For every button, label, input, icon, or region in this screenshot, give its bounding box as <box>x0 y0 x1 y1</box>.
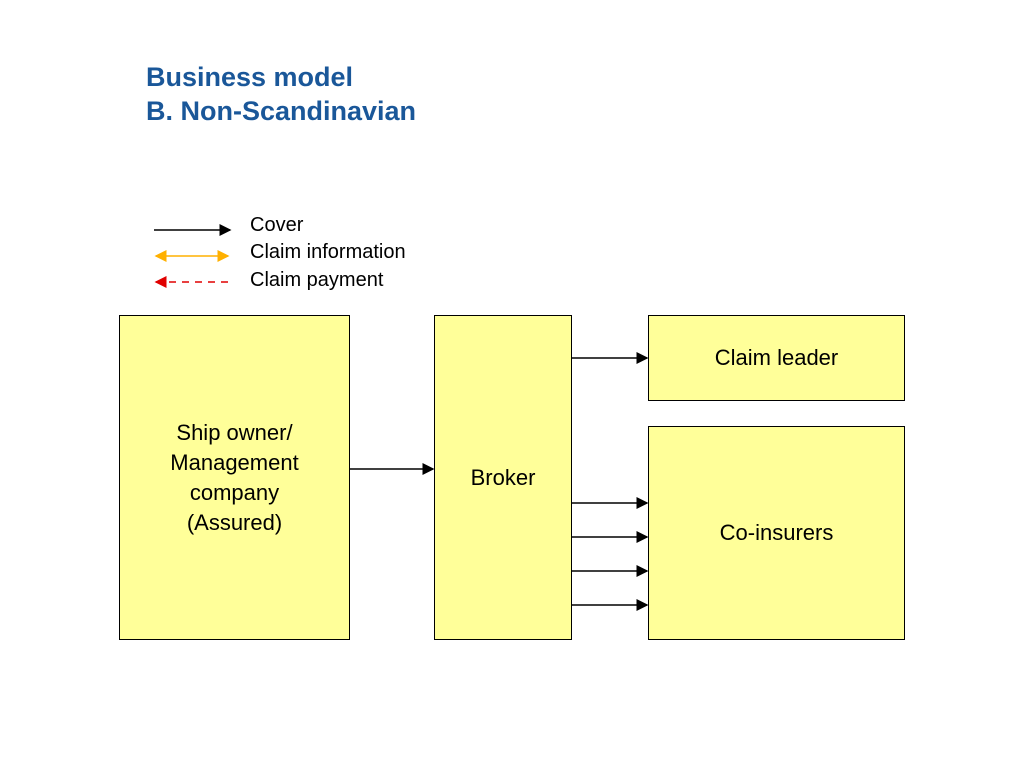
legend-cover-label: Cover <box>250 214 304 236</box>
legend-arrows <box>154 224 232 288</box>
co-insurers-label: Co-insurers <box>719 520 834 545</box>
broker-label: Broker <box>470 464 536 490</box>
legend-claim-information-label: Claim information <box>250 241 406 263</box>
claim-leader-box: Claim leader <box>648 315 905 401</box>
co-insurers-box: Co-insurers <box>648 426 905 640</box>
title-line-1: Business model <box>146 62 354 92</box>
ship-owner-label: Ship owner/ Management company (Assured) <box>170 419 299 535</box>
legend-claim-payment-label: Claim payment <box>250 269 384 291</box>
page-title: Business model B. Non-Scandinavian <box>146 60 416 128</box>
claim-leader-label: Claim leader <box>714 345 839 370</box>
ship-owner-box: Ship owner/ Management company (Assured) <box>119 315 350 640</box>
title-line-2: B. Non-Scandinavian <box>146 96 417 126</box>
broker-box: Broker <box>434 315 572 640</box>
